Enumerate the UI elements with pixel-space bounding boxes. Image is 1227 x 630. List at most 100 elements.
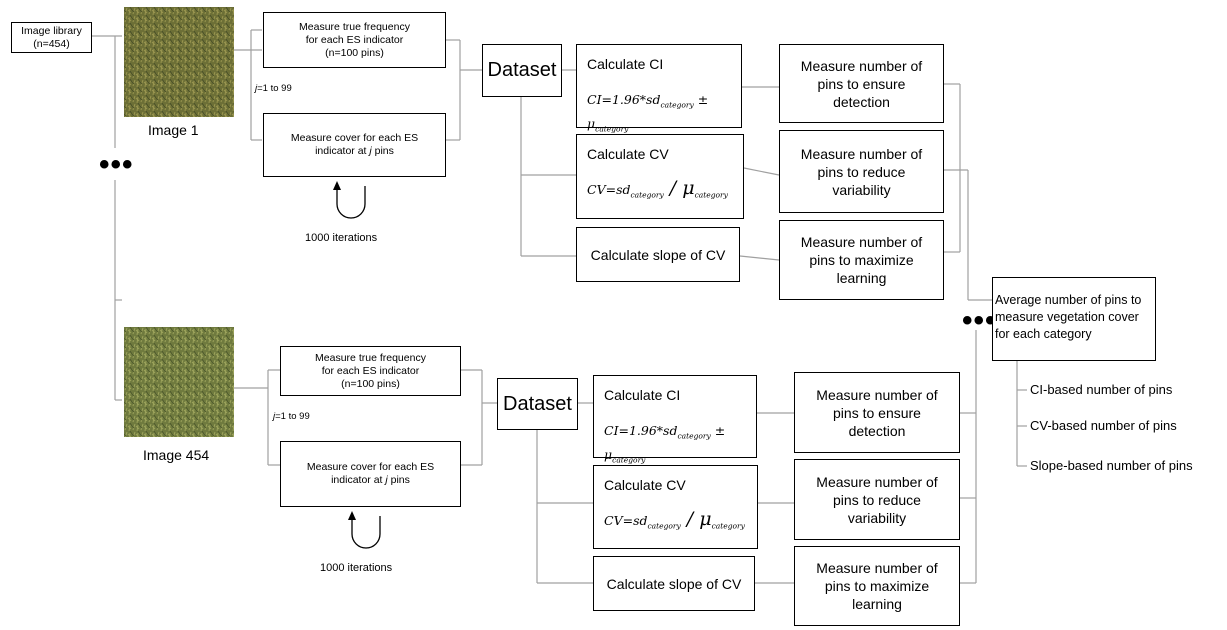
mt-line1: Measure true frequency	[299, 20, 410, 33]
cv-sub2: category	[711, 521, 745, 531]
average-pins-box: Average number of pins to measure vegeta…	[992, 277, 1156, 361]
m2-line3: variability	[832, 181, 891, 198]
measure-true-frequency-box: Measure true frequency for each ES indic…	[280, 346, 461, 396]
calc-cv-title: Calculate CV	[604, 477, 686, 493]
output-ci-based: CI-based number of pins	[1030, 382, 1173, 397]
avg-line2: measure vegetation cover	[995, 310, 1139, 324]
measure-true-frequency-box: Measure true frequency for each ES indic…	[263, 12, 446, 68]
mc-line2-var: j	[385, 474, 388, 486]
calculate-cv-box: Calculate CV CV=sdcategory / μcategory	[593, 465, 758, 549]
cv-div: / μ	[663, 177, 695, 199]
loop-arrow-icon	[333, 181, 366, 219]
cv-formula-pre: CV=sd	[587, 182, 631, 197]
measure-detection-box: Measure number of pins to ensure detecti…	[794, 372, 960, 453]
mt-line1: Measure true frequency	[315, 351, 426, 364]
calculate-ci-box: Calculate CI CI=1.96*sdcategory ± μcateg…	[576, 44, 742, 133]
output-cv-based: CV-based number of pins	[1030, 418, 1177, 433]
mc-line1: Measure cover for each ES	[306, 461, 435, 473]
mc-line2-pre: indicator at	[315, 145, 370, 157]
measure-learning-box: Measure number of pins to maximize learn…	[794, 546, 960, 626]
ci-sub1: category	[660, 100, 694, 110]
ci-formula-pre: CI=1.96*sd	[587, 92, 661, 107]
ellipsis-right: •••	[962, 304, 997, 337]
dataset-box: Dataset	[482, 44, 562, 97]
calculate-cv-box: Calculate CV CV=sdcategory / μcategory	[576, 134, 744, 219]
m1-line2: pins to ensure	[833, 404, 921, 421]
j-range-label: j=1 to 99	[255, 82, 292, 95]
calc-ci-title: Calculate CI	[604, 387, 681, 403]
j-var: j	[255, 83, 258, 94]
m3-line3: learning	[852, 596, 902, 612]
measure-cover-box: Measure cover for each ES indicator at j…	[280, 441, 461, 507]
ci-formula-pre: CI=1.96*sd	[604, 423, 678, 438]
loop-arrow-icon	[348, 511, 381, 549]
mc-line2-post: pins	[387, 474, 410, 486]
m2-line3: variability	[847, 509, 907, 526]
calculate-ci-box: Calculate CI CI=1.96*sdcategory ± μcateg…	[593, 375, 757, 464]
image-454-label: Image 454	[143, 447, 210, 463]
mc-line2-var: j	[369, 145, 372, 157]
j-var: j	[273, 411, 276, 422]
cv-div: / μ	[680, 508, 712, 530]
cv-formula: CV=sdcategory / μcategory	[587, 179, 743, 205]
mt-line2: for each ES indicator	[321, 364, 420, 377]
m2-line1: Measure number of	[816, 473, 938, 490]
mc-line2: indicator at j pins	[315, 145, 394, 158]
measure-variability-box: Measure number of pins to reduce variabi…	[779, 130, 944, 213]
m3-line3: learning	[836, 270, 887, 286]
library-line1: Image library	[21, 24, 82, 37]
measure-cover-box: Measure cover for each ES indicator at j…	[263, 113, 446, 177]
grass-image-1	[124, 7, 234, 117]
mt-line3: (n=100 pins)	[325, 46, 384, 59]
ci-sub2: category	[595, 124, 629, 133]
calc-cv-title: Calculate CV	[587, 146, 669, 162]
cv-sub2: category	[694, 190, 728, 200]
cv-formula: CV=sdcategory / μcategory	[604, 510, 757, 536]
m2-line1: Measure number of	[800, 145, 923, 162]
mc-line2-pre: indicator at	[331, 474, 386, 486]
m3-line1: Measure number of	[800, 234, 923, 250]
m1-line3: detection	[833, 93, 890, 110]
calculate-slope-box: Calculate slope of CV	[593, 556, 755, 611]
iterations-label: 1000 iterations	[305, 232, 378, 244]
avg-line3: for each category	[995, 327, 1092, 341]
mc-line1: Measure cover for each ES	[290, 132, 419, 144]
m1-line1: Measure number of	[800, 57, 923, 74]
grass-image-454	[124, 327, 234, 437]
m3-line1: Measure number of	[816, 560, 938, 576]
measure-learning-box: Measure number of pins to maximize learn…	[779, 220, 944, 300]
j-text: =1 to 99	[275, 411, 310, 422]
image-1-label: Image 1	[148, 122, 199, 138]
m1-line3: detection	[848, 422, 906, 439]
library-line2: (n=454)	[33, 37, 70, 50]
dataset-box: Dataset	[497, 378, 578, 430]
m2-line2: pins to reduce	[833, 491, 921, 508]
mt-line3: (n=100 pins)	[341, 377, 400, 390]
j-range-label: j=1 to 99	[273, 410, 310, 423]
avg-line1: Average number of pins to	[995, 293, 1142, 307]
calculate-slope-box: Calculate slope of CV	[576, 227, 740, 282]
m1-line2: pins to ensure	[817, 75, 906, 92]
m2-line2: pins to reduce	[817, 163, 906, 180]
mc-line2-post: pins	[371, 145, 394, 157]
cv-sub1: category	[647, 521, 681, 531]
iterations-label: 1000 iterations	[320, 562, 393, 574]
m3-line2: pins to maximize	[824, 578, 930, 594]
ci-formula: CI=1.96*sdcategory ± μcategory	[604, 422, 756, 469]
ci-sub1: category	[677, 431, 711, 441]
calc-ci-title: Calculate CI	[587, 56, 664, 72]
image-library-box: Image library (n=454)	[11, 22, 92, 53]
m1-line1: Measure number of	[816, 386, 938, 403]
measure-detection-box: Measure number of pins to ensure detecti…	[779, 44, 944, 123]
mc-line2: indicator at j pins	[331, 474, 410, 487]
output-slope-based: Slope-based number of pins	[1030, 458, 1193, 473]
ci-sub2: category	[612, 455, 646, 464]
m3-line2: pins to maximize	[809, 252, 914, 268]
cv-formula-pre: CV=sd	[604, 513, 648, 528]
measure-variability-box: Measure number of pins to reduce variabi…	[794, 459, 960, 540]
mt-line2: for each ES indicator	[305, 33, 404, 46]
j-text: =1 to 99	[257, 83, 292, 94]
ci-pm: ± μ	[587, 92, 709, 131]
cv-sub1: category	[630, 190, 664, 200]
